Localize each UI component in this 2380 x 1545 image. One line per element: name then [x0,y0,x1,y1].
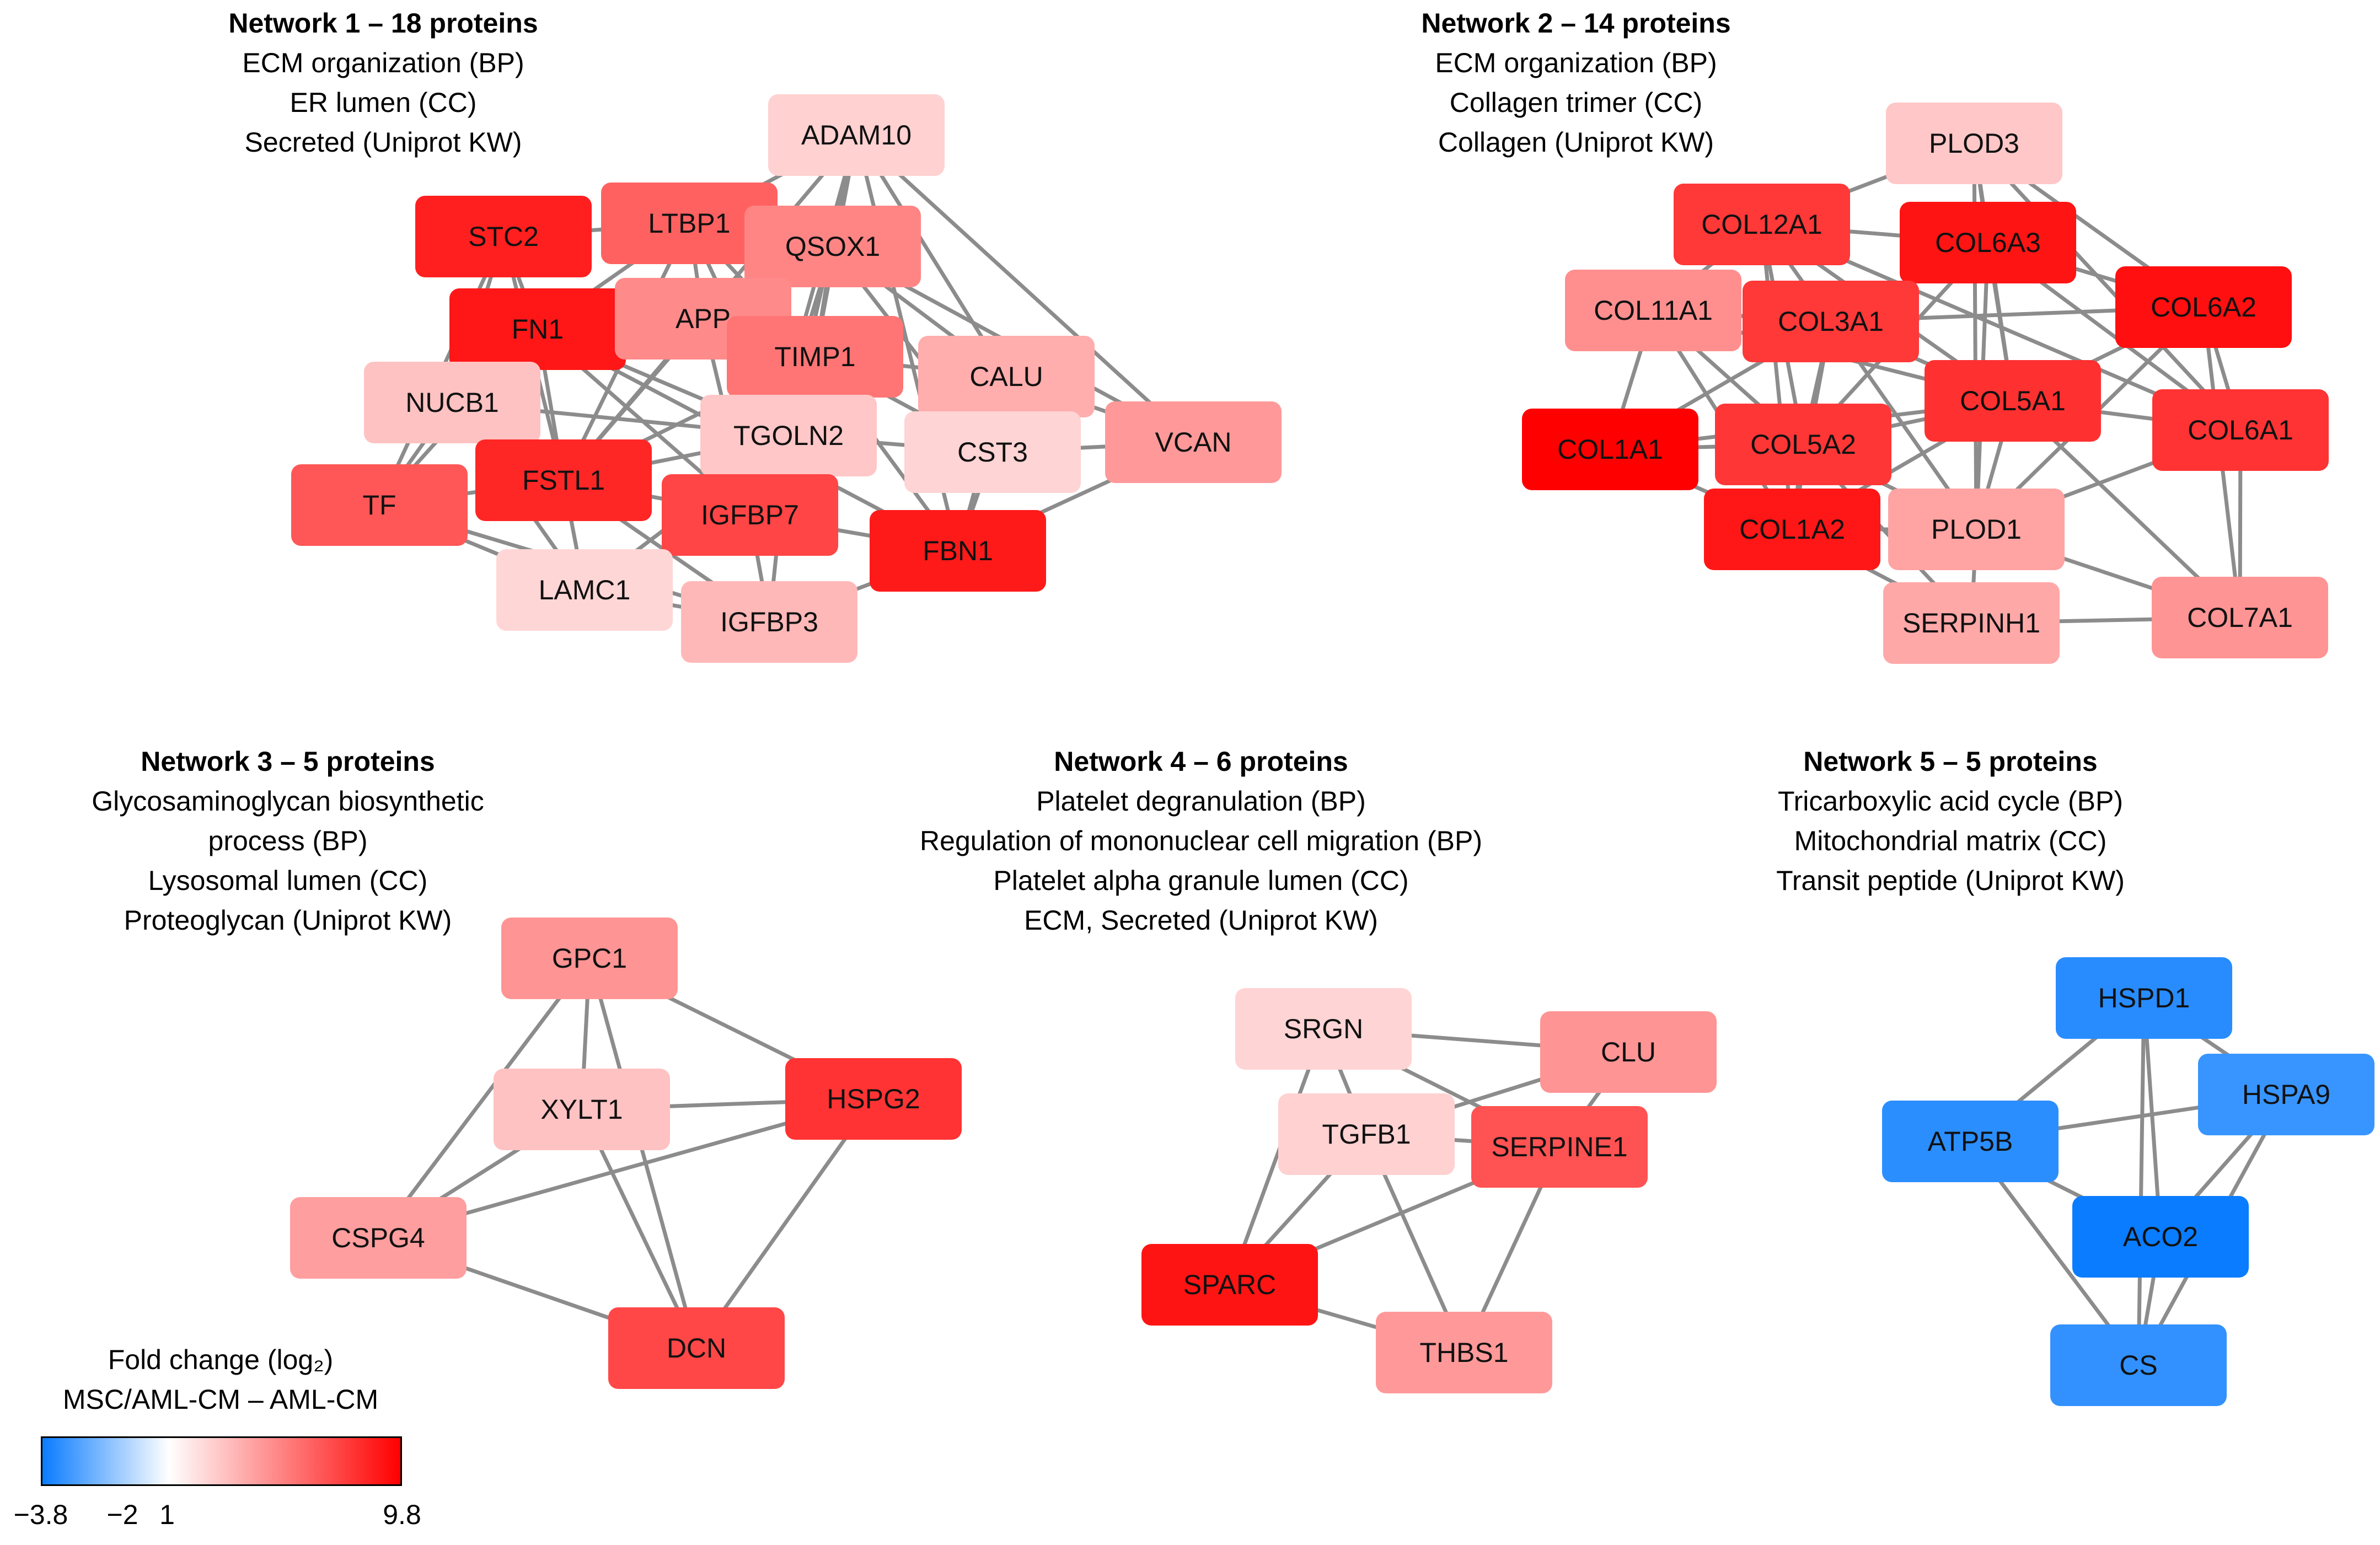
node-fn1[interactable]: FN1 [449,288,626,370]
node-plod3[interactable]: PLOD3 [1886,103,2062,184]
network-2-line-3: Collagen (Uniprot KW) [1438,127,1714,158]
n5-edge [2136,996,2146,1367]
network-2-line-1: ECM organization (BP) [1435,47,1717,78]
network-2-line-2: Collagen trimer (CC) [1449,87,1703,118]
node-col6a1[interactable]: COL6A1 [2152,389,2329,471]
legend-tick-neg2: −2 [106,1499,138,1530]
node-cst3[interactable]: CST3 [904,411,1081,493]
network-4-line-2: Regulation of mononuclear cell migration… [920,825,1482,856]
node-xylt1[interactable]: XYLT1 [494,1069,670,1150]
node-col6a2[interactable]: COL6A2 [2115,266,2292,348]
node-tgoln2[interactable]: TGOLN2 [700,395,877,476]
node-fstl1[interactable]: FSTL1 [475,439,652,521]
legend-tick-min: −3.8 [13,1499,68,1530]
node-hspd1[interactable]: HSPD1 [2056,957,2232,1039]
node-cs[interactable]: CS [2050,1324,2227,1406]
node-hspa9[interactable]: HSPA9 [2198,1054,2374,1135]
n2-edge [1972,141,2243,432]
node-vcan[interactable]: VCAN [1105,401,1282,483]
node-atp5b[interactable]: ATP5B [1882,1101,2059,1182]
network-3-line-2: process (BP) [208,825,368,856]
node-timp1[interactable]: TIMP1 [727,316,903,398]
legend-title-line-1: Fold change (log₂) [108,1344,334,1375]
node-col5a2[interactable]: COL5A2 [1715,404,1891,485]
network-5-line-3: Transit peptide (Uniprot KW) [1776,865,2125,896]
network-5-title: Network 5 – 5 proteins [1803,746,2098,777]
n2-edge [1972,141,1979,532]
colorbar [41,1436,402,1486]
node-clu[interactable]: CLU [1540,1011,1717,1093]
node-sparc[interactable]: SPARC [1141,1244,1318,1326]
node-igfbp3[interactable]: IGFBP3 [681,581,857,663]
legend-title-line-2: MSC/AML-CM – AML-CM [62,1384,379,1415]
network-4-line-4: ECM, Secreted (Uniprot KW) [1024,905,1378,936]
node-nucb1[interactable]: NUCB1 [364,362,540,443]
legend-tick-max: 9.8 [383,1499,421,1530]
network-3-title: Network 3 – 5 proteins [141,746,435,777]
node-hspg2[interactable]: HSPG2 [785,1058,962,1140]
node-col5a1[interactable]: COL5A1 [1925,360,2101,442]
network-3-line-1: Glycosaminoglycan biosynthetic [92,786,484,817]
legend-tick-center: 1 [159,1499,175,1530]
network-5-header: Network 5 – 5 proteins Tricarboxylic aci… [1776,742,2125,900]
network-3-line-4: Proteoglycan (Uniprot KW) [124,905,452,936]
node-srgn[interactable]: SRGN [1235,988,1412,1070]
network-4-title: Network 4 – 6 proteins [1054,746,1348,777]
node-tf[interactable]: TF [291,464,468,546]
node-igfbp7[interactable]: IGFBP7 [662,474,838,556]
node-calu[interactable]: CALU [918,336,1095,417]
legend-title: Fold change (log₂) MSC/AML-CM – AML-CM [63,1340,378,1419]
node-fbn1[interactable]: FBN1 [870,510,1046,592]
node-aco2[interactable]: ACO2 [2072,1196,2249,1278]
node-tgfb1[interactable]: TGFB1 [1278,1093,1455,1175]
node-col1a1[interactable]: COL1A1 [1522,409,1698,490]
network-5-line-1: Tricarboxylic acid cycle (BP) [1777,786,2124,817]
node-serpine1[interactable]: SERPINE1 [1471,1106,1648,1188]
node-qsox1[interactable]: QSOX1 [744,206,921,287]
network-1-title: Network 1 – 18 proteins [228,8,538,39]
network-2-title: Network 2 – 14 proteins [1421,8,1731,39]
node-adam10[interactable]: ADAM10 [768,94,945,176]
network-1-line-1: ECM organization (BP) [242,47,524,78]
node-col7a1[interactable]: COL7A1 [2152,577,2328,658]
network-4-header: Network 4 – 6 proteins Platelet degranul… [920,742,1482,940]
node-col6a3[interactable]: COL6A3 [1900,202,2076,283]
node-col11a1[interactable]: COL11A1 [1565,270,1741,351]
node-stc2[interactable]: STC2 [415,196,592,277]
node-thbs1[interactable]: THBS1 [1376,1312,1552,1393]
network-4-line-1: Platelet degranulation (BP) [1036,786,1366,817]
node-lamc1[interactable]: LAMC1 [496,549,673,631]
n1-edge [854,133,1196,444]
node-cspg4[interactable]: CSPG4 [290,1197,467,1279]
node-col12a1[interactable]: COL12A1 [1674,184,1850,265]
node-col1a2[interactable]: COL1A2 [1704,489,1880,570]
node-dcn[interactable]: DCN [608,1307,785,1389]
node-col3a1[interactable]: COL3A1 [1743,281,1919,362]
n3-edge [376,956,592,1240]
node-serpinh1[interactable]: SERPINH1 [1883,582,2060,664]
n4-edge [1227,1027,1326,1287]
network-1-line-2: ER lumen (CC) [290,87,477,118]
network-1-header: Network 1 – 18 proteins ECM organization… [228,3,538,162]
network-3-header: Network 3 – 5 proteins Glycosaminoglycan… [92,742,484,940]
network-5-line-2: Mitochondrial matrix (CC) [1794,825,2107,856]
network-4-line-3: Platelet alpha granule lumen (CC) [993,865,1409,896]
network-3-line-3: Lysosomal lumen (CC) [148,865,428,896]
node-gpc1[interactable]: GPC1 [501,918,678,999]
n3-edge [587,956,699,1350]
network-1-line-3: Secreted (Uniprot KW) [244,127,522,158]
n3-edge [694,1097,876,1350]
network-2-header: Network 2 – 14 proteins ECM organization… [1421,3,1730,162]
node-plod1[interactable]: PLOD1 [1888,489,2065,570]
